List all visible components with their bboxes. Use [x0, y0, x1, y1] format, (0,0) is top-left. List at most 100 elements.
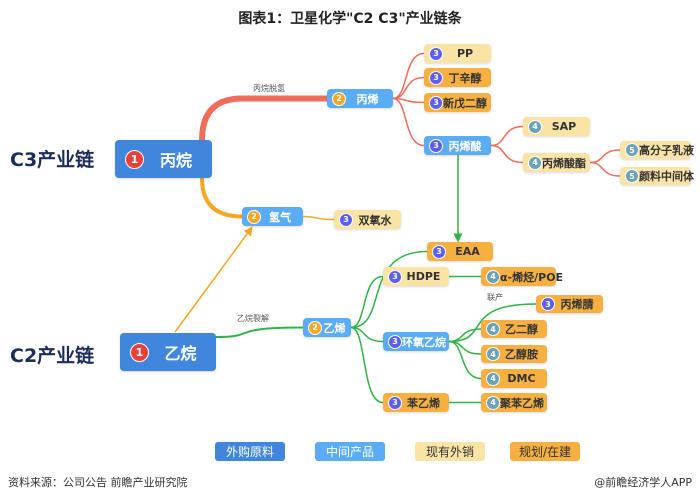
edge-label-coproduct: 联产 — [487, 293, 503, 302]
edge-label-propane-dehydro: 丙烷脱氢 — [253, 84, 285, 93]
node-label: 丙烯 — [356, 92, 379, 106]
node-label: 丙烯酸 — [448, 139, 482, 153]
connector — [350, 250, 428, 329]
node-label: 高分子乳液 — [639, 144, 694, 157]
credit-note: @前瞻经济学人APP — [594, 476, 692, 489]
node-label: 氢气 — [269, 210, 291, 224]
level-badge-icon: 4 — [486, 347, 500, 361]
legend-item: 规划/在建 — [510, 442, 580, 461]
connector — [490, 125, 524, 147]
node-label: 丁辛醇 — [448, 71, 482, 85]
level-badge-icon: 3 — [388, 269, 402, 284]
node-label: α-烯烃/POE — [500, 270, 564, 284]
level-badge-icon: 1 — [125, 149, 144, 169]
node-dmc: 4 DMC — [481, 369, 547, 388]
node-label: 苯乙烯 — [407, 396, 440, 410]
level-badge-icon: 3 — [429, 95, 443, 110]
connector — [392, 76, 425, 100]
level-badge-icon: 4 — [528, 119, 542, 134]
connector — [589, 161, 621, 177]
level-badge-icon: 3 — [541, 297, 555, 311]
source-note: 资料来源：公司公告 前瞻产业研究院 — [8, 476, 188, 489]
node-pp: 3 PP — [424, 44, 491, 63]
node-label: 丙烯腈 — [560, 298, 594, 311]
connector — [490, 144, 524, 164]
node-label: 乙醇胺 — [505, 348, 538, 361]
connector — [302, 215, 335, 221]
node-label: PP — [456, 47, 474, 60]
node-label: 双氧水 — [358, 213, 392, 227]
connector — [350, 326, 384, 343]
level-badge-icon: 2 — [308, 320, 322, 335]
level-badge-icon: 4 — [528, 155, 542, 170]
node-label: 环氧乙烷 — [402, 335, 446, 349]
level-badge-icon: 5 — [625, 169, 639, 183]
node-ethanolamine: 4 乙醇胺 — [481, 345, 547, 363]
level-badge-icon: 4 — [486, 371, 500, 386]
node-label: 乙二醇 — [505, 323, 538, 336]
node-acrylonitrile: 3 丙烯腈 — [536, 295, 603, 313]
node-meg: 4 乙二醇 — [481, 320, 547, 338]
node-label: 丙烯酸酯 — [542, 156, 586, 170]
connector — [350, 275, 384, 329]
level-badge-icon: 1 — [130, 342, 149, 362]
node-propane: 1 丙烷 — [115, 140, 212, 178]
node-styrene: 3 苯乙烯 — [383, 393, 449, 412]
connector — [392, 97, 425, 147]
node-label: 丙烷 — [159, 151, 192, 170]
node-acrylic: 3 丙烯酸 — [424, 136, 491, 155]
node-label: DMC — [507, 372, 536, 385]
level-badge-icon: 3 — [429, 70, 443, 85]
level-badge-icon: 3 — [339, 212, 353, 227]
connector — [215, 326, 304, 338]
connector — [448, 328, 482, 343]
node-label: 聚苯乙烯 — [500, 396, 544, 410]
node-eaa: 3 EAA — [427, 242, 493, 261]
connector — [392, 52, 425, 100]
node-label: 乙烷 — [164, 344, 197, 363]
node-label: HDPE — [406, 270, 441, 283]
level-badge-icon: 3 — [432, 244, 446, 259]
node-h2o2: 3 双氧水 — [334, 210, 401, 229]
level-badge-icon: 4 — [486, 269, 500, 284]
node-label: 颜料中间体 — [639, 170, 694, 183]
node-octanol: 3 丁辛醇 — [424, 68, 491, 87]
c2-chain-label: C2产业链 — [10, 345, 95, 367]
connector — [350, 326, 384, 404]
node-label: 乙烯 — [323, 321, 346, 335]
connector — [589, 149, 621, 164]
level-badge-icon: 2 — [247, 209, 261, 224]
connector — [199, 95, 327, 141]
c3-chain-label: C3产业链 — [10, 149, 95, 171]
node-ethane: 1 乙烷 — [120, 333, 216, 371]
node-label: SAP — [551, 120, 577, 133]
node-label: 新戊二醇 — [443, 96, 487, 110]
edge-label-ethane-crack: 乙烷裂解 — [237, 314, 269, 323]
node-propylene: 2 丙烯 — [327, 89, 393, 108]
level-badge-icon: 2 — [332, 91, 346, 106]
level-badge-icon: 3 — [388, 334, 402, 349]
node-label: EAA — [455, 245, 480, 258]
node-hydrogen: 2 氢气 — [242, 207, 303, 226]
arrow-ethane-to-hydrogen — [174, 226, 253, 333]
connector — [448, 303, 537, 343]
level-badge-icon: 3 — [429, 138, 443, 153]
node-sap: 4 SAP — [523, 117, 590, 136]
level-badge-icon: 4 — [486, 322, 500, 336]
level-badge-icon: 3 — [388, 395, 402, 410]
chart-title: 图表1：卫星化学"C2 C3"产业链条 — [238, 11, 462, 27]
level-badge-icon: 3 — [429, 46, 443, 61]
node-hdpe: 3 HDPE — [383, 267, 449, 286]
level-badge-icon: 4 — [486, 395, 500, 410]
legend-item: 中间产品 — [315, 442, 385, 461]
legend-item: 外购原料 — [215, 442, 285, 461]
